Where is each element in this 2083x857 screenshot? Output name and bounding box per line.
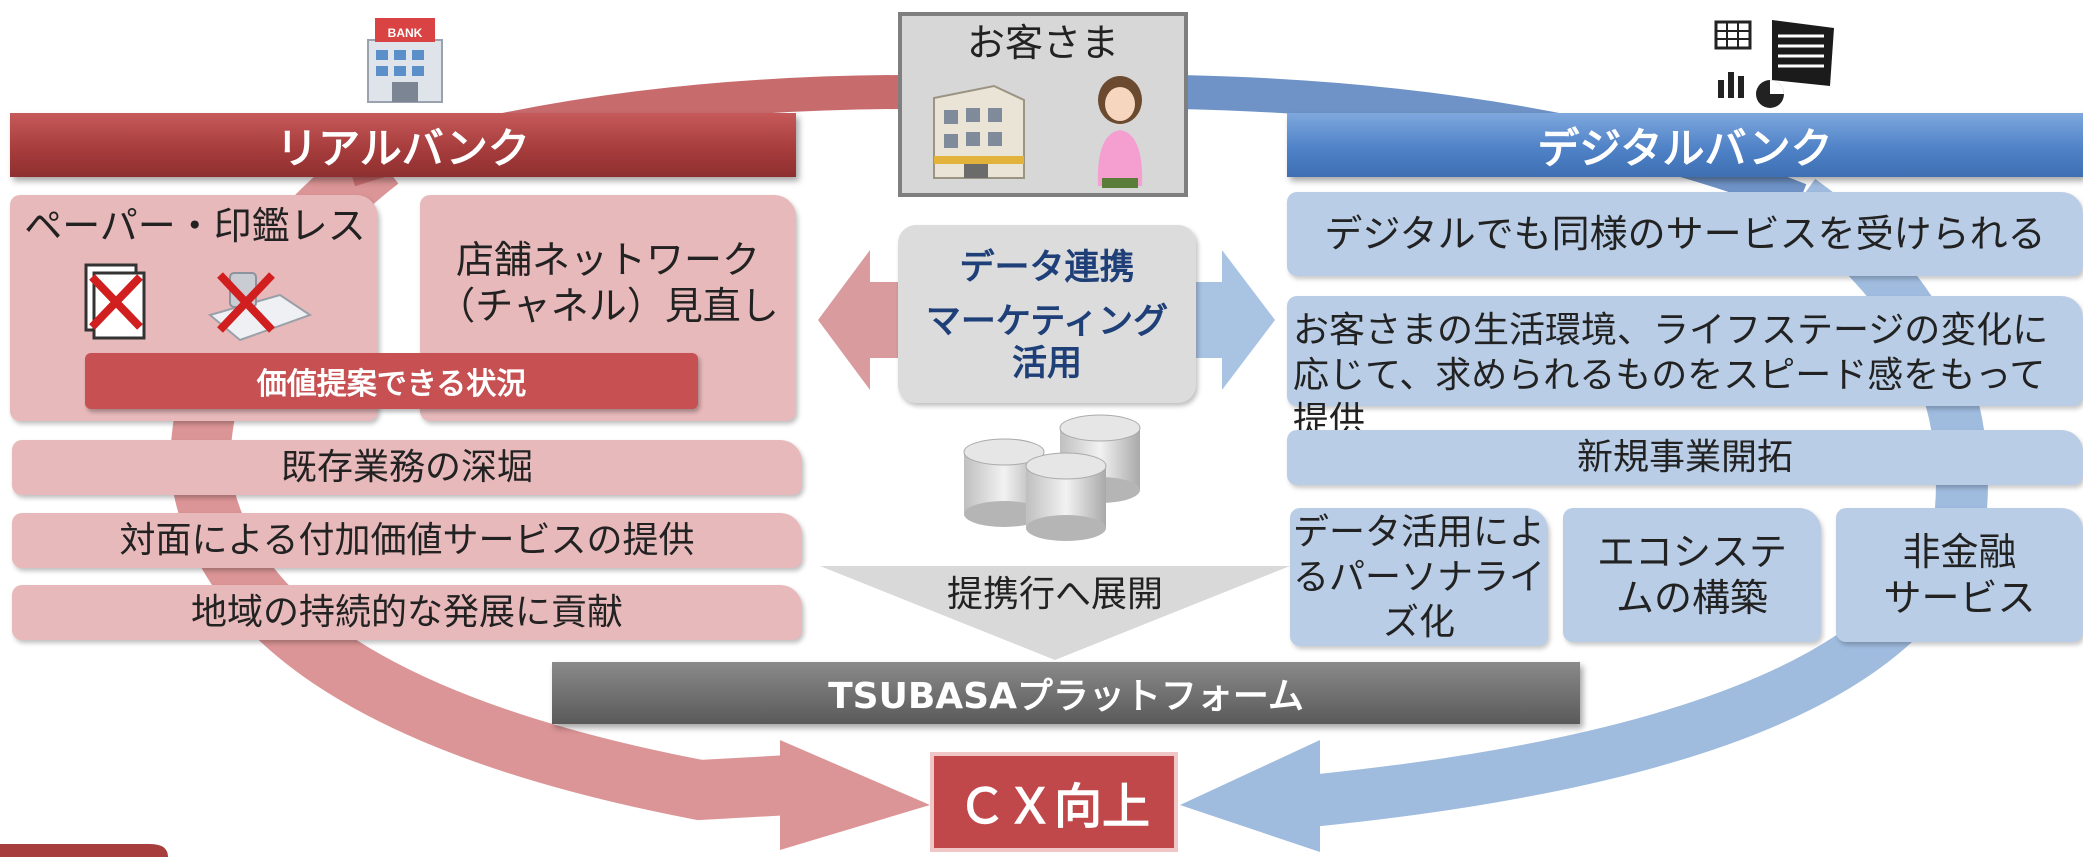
cross-mark-icon xyxy=(89,274,143,330)
marketing-label: マーケティング 活用 xyxy=(925,302,1169,384)
digital-small-item-1: データ活用によるパーソナライズ化 xyxy=(1290,508,1548,646)
digital-bank-header: デジタルバンク xyxy=(1287,113,2083,177)
digital-item-label: デジタルでも同様のサービスを受けられる xyxy=(1324,211,2046,256)
data-link-label: データ連携 xyxy=(959,248,1135,288)
bottom-left-tab xyxy=(0,844,168,857)
database-icon xyxy=(963,414,1141,541)
paper-document-icon xyxy=(84,263,146,340)
digital-small-item-label: データ活用によるパーソナライズ化 xyxy=(1292,511,1545,643)
real-bank-item-2: 対面による付加価値サービスの提供 xyxy=(12,513,802,568)
office-building-icon xyxy=(933,84,1025,179)
digital-item-label: お客さまの生活環境、ライフステージの変化に応じて、求められるものをスピード感をも… xyxy=(1293,310,2049,441)
real-bank-item-label: 地域の持続的な発展に貢献 xyxy=(190,592,623,633)
digital-small-item-2: エコシステムの構築 xyxy=(1563,508,1821,642)
digital-item-label: 新規事業開拓 xyxy=(1576,437,1793,478)
cx-improvement-box: ＣＸ向上 xyxy=(930,752,1178,852)
dashboard-chart-icon xyxy=(1714,20,1834,108)
digital-item-1: デジタルでも同様のサービスを受けられる xyxy=(1287,192,2083,276)
woman-customer-icon xyxy=(1097,76,1143,188)
value-proposal-bar: 価値提案できる状況 xyxy=(85,353,698,409)
right-cycle-arrowhead xyxy=(1180,740,1320,852)
left-cycle-arrowhead xyxy=(780,740,930,850)
platform-label: TSUBASAプラットフォーム xyxy=(828,676,1304,717)
real-bank-item-3: 地域の持続的な発展に貢献 xyxy=(12,585,802,640)
expand-down-arrow xyxy=(820,566,1290,660)
store-network-label: 店舗ネットワーク （チャネル）見直し xyxy=(437,237,779,328)
bank-building-icon: BANK xyxy=(367,18,443,103)
right-double-arrow xyxy=(1190,250,1275,390)
digital-bank-title: デジタルバンク xyxy=(1537,123,1833,173)
digital-item-2: お客さまの生活環境、ライフステージの変化に応じて、求められるものをスピード感をも… xyxy=(1287,296,2083,441)
digital-small-item-label: エコシステムの構築 xyxy=(1596,529,1787,620)
paperless-label: ペーパー・印鑑レス xyxy=(24,204,366,248)
digital-small-item-label: 非金融 サービス xyxy=(1883,529,2036,620)
digital-small-item-3: 非金融 サービス xyxy=(1836,508,2083,642)
customer-box: お客さま xyxy=(898,12,1188,197)
digital-item-3: 新規事業開拓 xyxy=(1287,430,2083,485)
bank-sign-text: BANK xyxy=(388,26,423,40)
real-bank-title: リアルバンク xyxy=(276,123,530,173)
value-proposal-label: 価値提案できる状況 xyxy=(256,367,527,402)
real-bank-item-label: 対面による付加価値サービスの提供 xyxy=(119,520,695,561)
real-bank-item-1: 既存業務の深堀 xyxy=(12,440,802,495)
paperless-box: ペーパー・印鑑レス xyxy=(10,195,378,421)
cx-label: ＣＸ向上 xyxy=(957,779,1150,835)
data-link-marketing-box: データ連携 マーケティング 活用 xyxy=(898,225,1196,403)
tsubasa-platform-bar: TSUBASAプラットフォーム xyxy=(552,662,1580,724)
real-bank-header: リアルバンク xyxy=(10,113,796,177)
expand-label: 提携行へ展開 xyxy=(946,574,1163,615)
seal-stamp-icon xyxy=(207,272,313,342)
left-double-arrow xyxy=(818,250,905,390)
real-bank-item-label: 既存業務の深堀 xyxy=(280,447,533,488)
customer-label: お客さま xyxy=(966,21,1119,65)
